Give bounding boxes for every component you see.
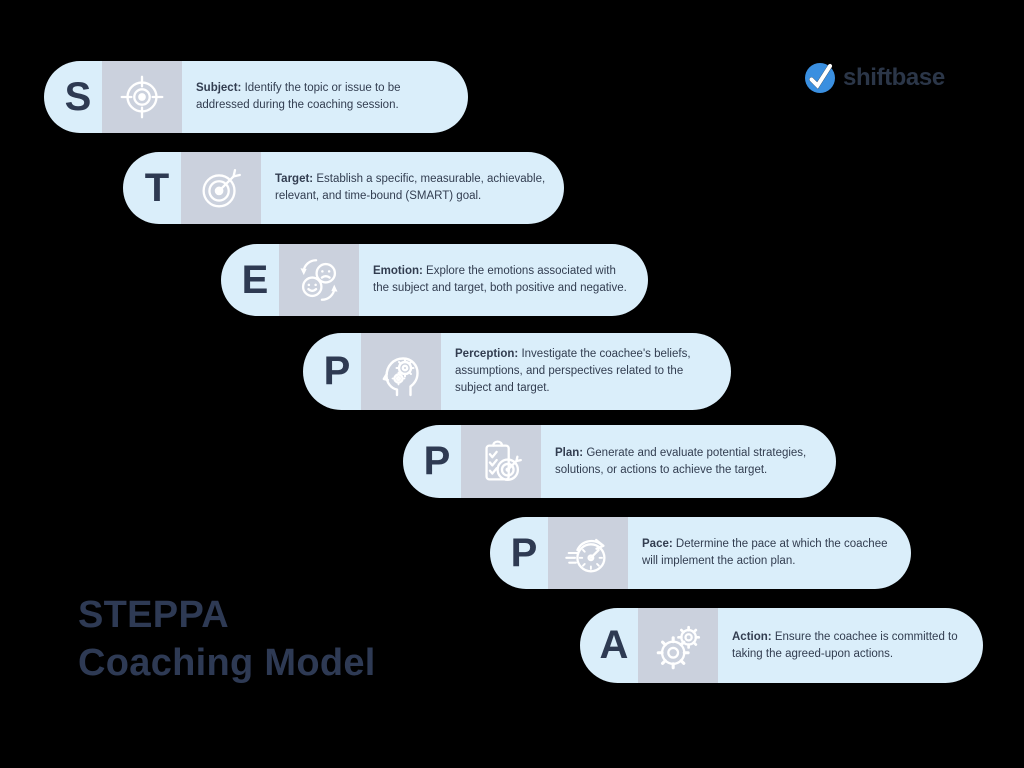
- bullseye-dart-icon: [202, 169, 241, 208]
- step-row-target: T Target: Establish a specific, measurab…: [123, 152, 564, 224]
- step-row-emotion: E Emotion: Explore the emotions associat…: [221, 244, 648, 316]
- step-text: Determine the pace at which the coachee …: [642, 537, 888, 567]
- step-description: Target: Establish a specific, measurable…: [275, 171, 550, 206]
- step-label: Perception:: [455, 347, 519, 360]
- step-label: Plan:: [555, 446, 584, 459]
- shiftbase-check-icon: [805, 62, 835, 93]
- step-letter-a: A: [599, 623, 629, 667]
- step-description: Plan: Generate and evaluate potential st…: [555, 444, 822, 479]
- shiftbase-logo-text: shiftbase: [843, 64, 945, 91]
- step-row-plan: P Plan: Generate and evaluate potential …: [403, 425, 836, 498]
- step-icon-box: [361, 333, 441, 410]
- step-text: Investigate the coachee's beliefs, assum…: [455, 347, 691, 395]
- step-icon-box: [548, 517, 628, 589]
- step-row-perception: P Perception: Investigate the coachee's …: [303, 333, 731, 410]
- step-letter-p2: P: [423, 439, 451, 483]
- step-icon-box: [461, 425, 541, 498]
- step-letter-e: E: [241, 257, 269, 302]
- step-icon-box: [102, 61, 182, 133]
- step-text: Explore the emotions associated with the…: [373, 264, 627, 294]
- step-icon-box: [279, 244, 359, 316]
- step-letter-t: T: [144, 165, 170, 210]
- step-text: Establish a specific, measurable, achiev…: [275, 172, 546, 202]
- title-line-2: Coaching Model: [78, 641, 376, 684]
- speedometer-icon: [565, 538, 606, 573]
- emotion-faces-icon: [300, 259, 338, 301]
- title-line-1: STEPPA: [78, 594, 230, 636]
- step-letter-p1: P: [323, 349, 351, 393]
- step-label: Action:: [732, 630, 772, 643]
- step-description: Pace: Determine the pace at which the co…: [642, 536, 897, 571]
- step-row-subject: S Subject: Identify the topic or issue t…: [44, 61, 468, 133]
- step-row-pace: P Pace: Determine the pace at which the …: [490, 517, 911, 589]
- step-icon-box: [181, 152, 261, 224]
- step-label: Pace:: [642, 537, 673, 550]
- step-letter-p3: P: [510, 530, 538, 575]
- page-title: STEPPA Coaching Model: [78, 592, 376, 687]
- crosshair-target-icon: [120, 75, 164, 119]
- step-label: Emotion:: [373, 264, 423, 277]
- clipboard-target-icon: [485, 439, 522, 481]
- gears-icon: [656, 625, 701, 669]
- step-description: Subject: Identify the topic or issue to …: [196, 80, 454, 115]
- step-row-action: A Action: Ensure the coachee is committe…: [580, 608, 983, 683]
- step-letter-s: S: [64, 74, 92, 119]
- step-text: Ensure the coachee is committed to takin…: [732, 630, 958, 660]
- head-gears-icon: [382, 356, 419, 396]
- step-text: Identify the topic or issue to be addres…: [196, 81, 401, 111]
- step-description: Action: Ensure the coachee is committed …: [732, 628, 969, 663]
- step-label: Target:: [275, 172, 314, 185]
- step-label: Subject:: [196, 81, 242, 94]
- step-icon-box: [638, 608, 718, 683]
- shiftbase-logo: shiftbase: [803, 61, 945, 95]
- step-description: Perception: Investigate the coachee's be…: [455, 346, 717, 398]
- step-text: Generate and evaluate potential strategi…: [555, 446, 807, 476]
- step-description: Emotion: Explore the emotions associated…: [373, 263, 634, 298]
